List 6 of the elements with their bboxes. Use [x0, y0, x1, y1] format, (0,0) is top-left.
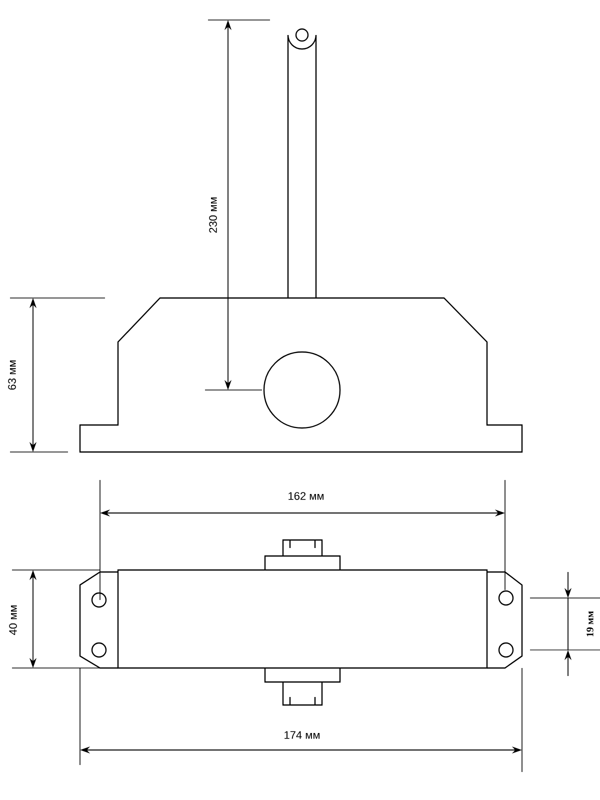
dimension-label: 63 мм: [8, 360, 16, 390]
dimension-label: 19 мм: [586, 611, 594, 636]
dimension-label: 162 мм: [288, 492, 324, 500]
dimension-label: 230 мм: [209, 198, 217, 233]
dimension-label: 40 мм: [9, 606, 17, 635]
dimension-label: 174 мм: [284, 731, 320, 739]
